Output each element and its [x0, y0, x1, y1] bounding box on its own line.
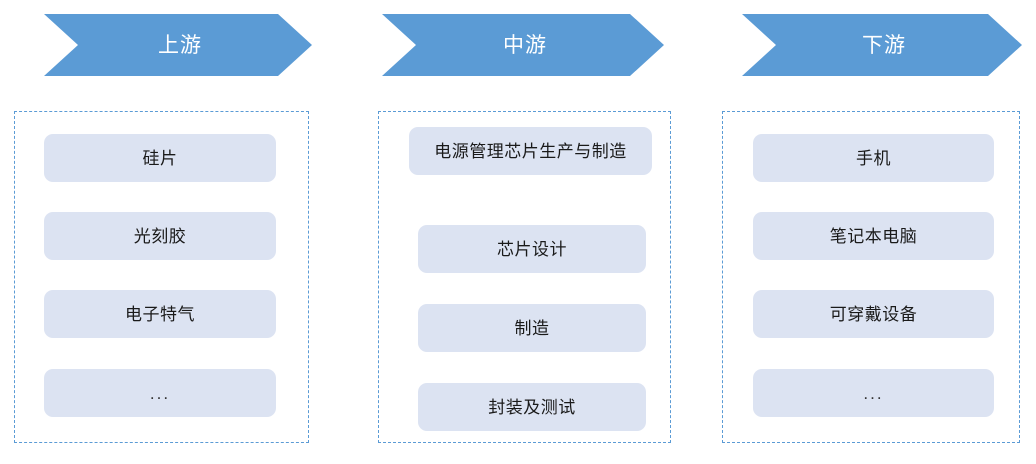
- list-item[interactable]: 笔记本电脑: [753, 212, 994, 260]
- list-item-label: 可穿戴设备: [829, 304, 918, 324]
- list-item[interactable]: 光刻胶: [44, 212, 276, 260]
- list-item-label: 封装及测试: [488, 397, 576, 417]
- chevron-label-upstream: 上游: [158, 33, 202, 57]
- list-item-label: ...: [149, 383, 171, 403]
- group-box-downstream: [722, 111, 1020, 443]
- list-item-label: 笔记本电脑: [829, 226, 918, 246]
- list-item[interactable]: 电子特气: [44, 290, 276, 338]
- list-item-label: 电源管理芯片生产与制造: [434, 141, 627, 161]
- list-item[interactable]: ...: [44, 369, 276, 417]
- list-item[interactable]: 芯片设计: [418, 225, 646, 273]
- chevron-label-downstream: 下游: [862, 33, 906, 57]
- list-item-label: 硅片: [142, 148, 178, 168]
- list-item-label: 芯片设计: [497, 239, 567, 259]
- chevron-header-midstream[interactable]: 中游: [382, 14, 664, 76]
- list-item[interactable]: 封装及测试: [418, 383, 646, 431]
- list-item[interactable]: 电源管理芯片生产与制造: [409, 127, 652, 175]
- group-box-midstream: [378, 111, 671, 443]
- list-item-label: 光刻胶: [133, 226, 187, 246]
- list-item[interactable]: 手机: [753, 134, 994, 182]
- list-item[interactable]: 可穿戴设备: [753, 290, 994, 338]
- chevron-label-midstream: 中游: [503, 33, 547, 57]
- list-item[interactable]: ...: [753, 369, 994, 417]
- list-item-label: 电子特气: [125, 304, 195, 324]
- chevron-header-upstream[interactable]: 上游: [44, 14, 312, 76]
- group-box-upstream: [14, 111, 309, 443]
- list-item[interactable]: 制造: [418, 304, 646, 352]
- chevron-header-downstream[interactable]: 下游: [742, 14, 1022, 76]
- list-item-label: 手机: [856, 148, 891, 168]
- list-item[interactable]: 硅片: [44, 134, 276, 182]
- list-item-label: 制造: [514, 318, 550, 338]
- list-item-label: ...: [863, 383, 884, 403]
